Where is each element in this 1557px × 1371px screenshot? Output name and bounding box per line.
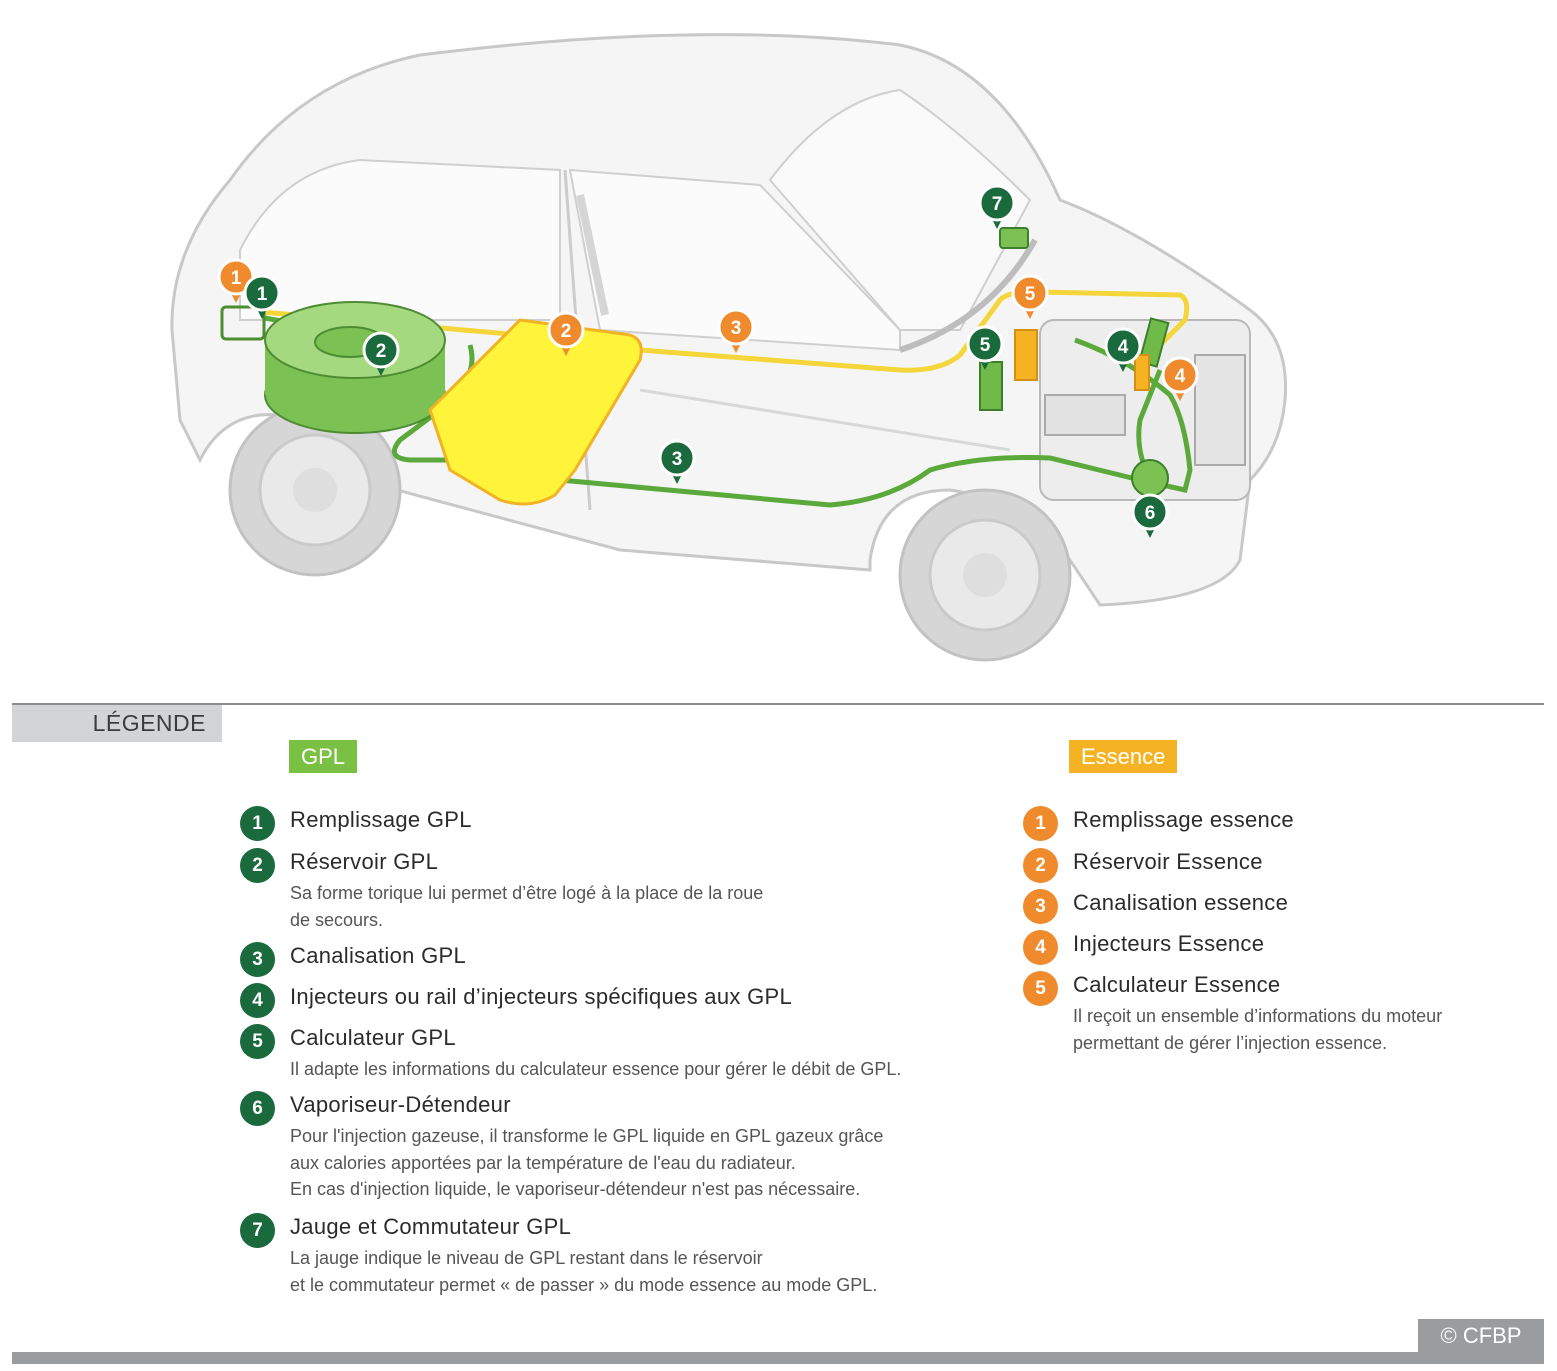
gpl-number-badge: 1 [240,806,275,841]
gpl-marker-6-label: 6 [1145,503,1156,524]
gpl-category-label: GPL [289,740,358,773]
gpl-marker-1-label: 1 [257,284,268,305]
gpl-number-badge: 5 [240,1024,275,1059]
essence-marker-3: 3 [717,308,755,353]
legend-heading: LÉGENDE [12,705,222,742]
gpl-item-title: Remplissage GPL [290,807,472,832]
essence-category-label: Essence [1069,740,1178,773]
gpl-item-title: Réservoir GPL [290,849,439,874]
gpl-item-description: Sa forme torique lui permet d’être logé … [290,883,764,930]
essence-marker-4-label: 4 [1175,366,1186,387]
gpl-marker-2-label: 2 [376,341,387,362]
essence-marker-4: 4 [1161,356,1199,401]
essence-injectors [1134,354,1150,391]
gpl-item-description: La jauge indique le niveau de GPL restan… [290,1248,878,1295]
essence-item-title: Réservoir Essence [1073,849,1263,874]
gpl-switch [999,227,1029,249]
filler-box [220,305,266,341]
windshield [768,88,1032,331]
essence-marker-2-label: 2 [561,321,572,342]
front-window [568,168,901,352]
legend-top-rule [12,703,1544,705]
gpl-item-title: Canalisation GPL [290,943,467,968]
gpl-marker-4-label: 4 [1118,337,1129,358]
gpl-item-title: Jauge et Commutateur GPL [290,1214,572,1239]
gpl-marker-5-label: 5 [980,335,991,356]
essence-line [261,289,1190,373]
pillar [576,194,609,316]
dashboard-arc [899,238,1038,353]
gpl-ecu [979,361,1003,411]
gpl-marker-3-label: 3 [672,449,683,470]
gpl-number-badge: 6 [240,1091,275,1126]
front-wheel [898,488,1072,662]
essence-marker-1-label: 1 [231,268,242,289]
essence-number-badge: 4 [1023,930,1058,965]
gpl-marker-5: 5 [966,325,1004,370]
essence-item-description: Il reçoit un ensemble d’informations du … [1073,1006,1443,1053]
gpl-number-badge: 2 [240,848,275,883]
essence-marker-3-label: 3 [731,318,742,339]
essence-number-badge: 2 [1023,848,1058,883]
radiator [1194,354,1246,466]
gpl-marker-3: 3 [658,439,696,484]
essence-item-title: Remplissage essence [1073,807,1294,832]
gpl-number-badge: 4 [240,983,275,1018]
essence-item-title: Injecteurs Essence [1073,931,1265,956]
gpl-marker-2: 2 [362,331,400,376]
essence-item-title: Canalisation essence [1073,890,1289,915]
rear-window [239,158,561,321]
essence-marker-5: 5 [1011,274,1049,319]
gpl-tank [264,301,446,434]
vaporiser [1131,459,1169,497]
gpl-marker-7: 7 [978,184,1016,229]
essence-tank [428,318,643,506]
gpl-marker-1: 1 [243,274,281,319]
copyright: © CFBP [1418,1319,1544,1352]
essence-marker-2: 2 [547,311,585,356]
gpl-marker-6: 6 [1131,493,1169,538]
door-crease [639,388,1011,452]
essence-number-badge: 1 [1023,806,1058,841]
gpl-marker-4: 4 [1104,327,1142,372]
gpl-number-badge: 7 [240,1213,275,1248]
gpl-marker-7-label: 7 [992,194,1003,215]
footer-rule [12,1352,1544,1364]
gpl-item-title: Vaporiseur-Détendeur [290,1092,511,1117]
essence-item-title: Calculateur Essence [1073,972,1281,997]
gpl-item-description: Il adapte les informations du calculateu… [290,1059,902,1079]
essence-marker-1: 1 [217,258,255,303]
gpl-item-title: Calculateur GPL [290,1025,456,1050]
essence-number-badge: 5 [1023,971,1058,1006]
essence-ecu [1014,329,1038,381]
essence-number-badge: 3 [1023,889,1058,924]
essence-marker-5-label: 5 [1025,284,1036,305]
car-diagram: 1 2 3 4 5 1 2 3 4 5 6 7 [170,33,1288,662]
gpl-item-title: Injecteurs ou rail d’injecteurs spécifiq… [290,984,792,1009]
gpl-number-badge: 3 [240,942,275,977]
rear-wheel [228,403,402,577]
battery [1044,394,1126,436]
gpl-item-description: Pour l'injection gazeuse, il transforme … [290,1126,884,1199]
